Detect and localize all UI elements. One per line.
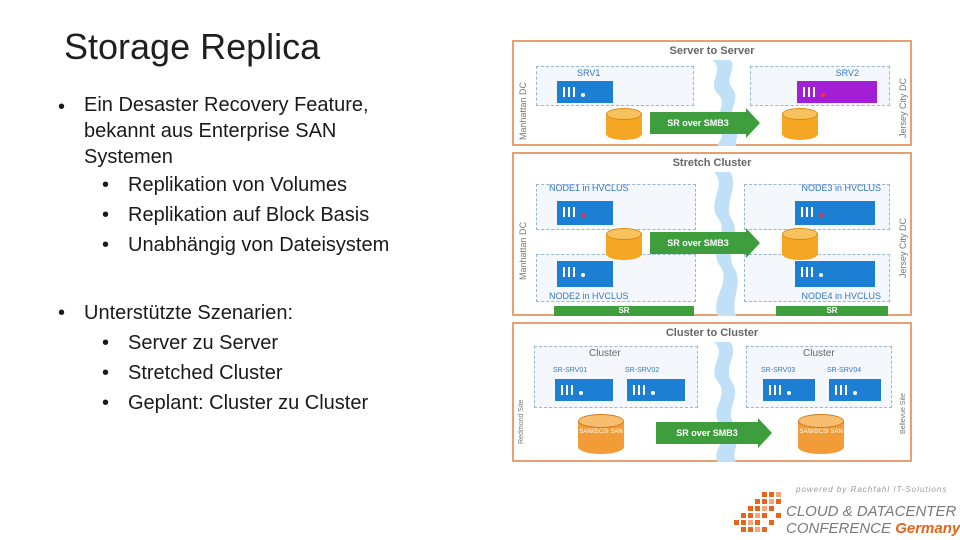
storage-icon [606, 108, 642, 140]
srv2-server-icon [797, 81, 877, 103]
arrow-label: SR over SMB3 [667, 238, 729, 248]
node1-label: NODE1 in HVCLUS [549, 183, 629, 193]
sub-bullet: Server zu Server [58, 328, 488, 358]
stretch-cluster-panel: Stretch Cluster Manhattan DC Jersey City… [512, 152, 912, 316]
node2-box: NODE2 in HVCLUS [536, 254, 696, 302]
replication-arrow: SR over SMB3 [656, 418, 772, 448]
srv02-label: SR-SRV02 [625, 367, 660, 374]
node1-server-icon [557, 201, 613, 225]
node4-server-icon [795, 261, 875, 287]
cluster-to-cluster-panel: Cluster to Cluster Redmond Site Bellevue… [512, 322, 912, 462]
san-storage-icon: SAN/iSCSI SAN [578, 414, 624, 454]
srv2-box: SRV2 [750, 66, 890, 106]
river-graphic [714, 342, 738, 462]
spacer [58, 260, 488, 298]
sub-bullet: Geplant: Cluster zu Cluster [58, 388, 488, 418]
node1-box: NODE1 in HVCLUS [536, 183, 696, 230]
bullet-list: Ein Desaster Recovery Feature, bekannt a… [58, 92, 488, 418]
sr-bar-right: SR [776, 306, 888, 316]
srv01-server-icon [555, 379, 613, 401]
srv03-server-icon [763, 379, 815, 401]
storage-icon [782, 108, 818, 140]
server-to-server-panel: Server to Server Manhattan DC Jersey Cit… [512, 40, 912, 146]
node3-box: NODE3 in HVCLUS [744, 183, 890, 230]
bullet-desaster-recovery: Ein Desaster Recovery Feature, bekannt a… [58, 92, 488, 170]
left-cluster-label: Cluster [589, 348, 621, 359]
srv1-label: SRV1 [577, 68, 601, 78]
bullet-text: Ein Desaster Recovery Feature, [84, 94, 369, 116]
sub-bullet: Replikation von Volumes [58, 170, 488, 200]
replication-arrow: SR over SMB3 [650, 108, 760, 138]
storage-icon [606, 228, 642, 260]
site-label-left: Manhattan DC [518, 221, 528, 280]
sub-bullet: Stretched Cluster [58, 358, 488, 388]
srv04-label: SR-SRV04 [827, 367, 862, 374]
srv1-server-icon [557, 81, 613, 103]
node3-server-icon [795, 201, 875, 225]
dot-pattern-icon [734, 492, 781, 532]
node2-label: NODE2 in HVCLUS [549, 291, 629, 301]
sub-bullet: Replikation auf Block Basis [58, 200, 488, 230]
right-cluster-label: Cluster [803, 348, 835, 359]
replication-arrow: SR over SMB3 [650, 228, 760, 258]
san-label: SAN/iSCSI SAN [579, 429, 623, 435]
conference-logo: powered by Rachfahl IT-Solutions CLOUD &… [732, 484, 960, 540]
site-label-right: Jersey City DC [898, 217, 908, 278]
logo-line2-a: CONFERENCE [786, 520, 896, 537]
srv1-box: SRV1 [536, 66, 694, 106]
slide-title: Storage Replica [64, 26, 321, 67]
panel-title: Server to Server [669, 45, 755, 57]
logo-line2-b: Germany [895, 520, 960, 537]
storage-icon [782, 228, 818, 260]
bullet-text: bekannt aus Enterprise SAN [84, 120, 337, 142]
logo-powered-text: powered by Rachfahl IT-Solutions [796, 485, 948, 494]
panel-title: Cluster to Cluster [665, 327, 759, 339]
sr-bar-left: SR [554, 306, 694, 316]
bullet-text: Systemen [84, 146, 173, 168]
node3-label: NODE3 in HVCLUS [801, 183, 881, 193]
sub-bullet: Unabhängig von Dateisystem [58, 230, 488, 260]
srv03-label: SR-SRV03 [761, 367, 796, 374]
left-cluster-box: Cluster SR-SRV01 SR-SRV02 [534, 346, 698, 408]
srv01-label: SR-SRV01 [553, 367, 588, 374]
node4-box: NODE4 in HVCLUS [744, 254, 890, 302]
site-label-left: Redmond Site [518, 399, 525, 444]
logo-line1: CLOUD & DATACENTER [786, 503, 957, 520]
srv2-label: SRV2 [835, 68, 859, 78]
site-label-right: Jersey City DC [898, 77, 908, 138]
san-storage-icon: SAN/iSCSI SAN [798, 414, 844, 454]
arrow-label: SR over SMB3 [667, 118, 729, 128]
logo-line2: CONFERENCE Germany [786, 520, 960, 537]
node4-label: NODE4 in HVCLUS [801, 291, 881, 301]
site-label-right: Bellevue Site [900, 393, 907, 434]
srv02-server-icon [627, 379, 685, 401]
panel-title: Stretch Cluster [672, 157, 752, 169]
arrow-label: SR over SMB3 [676, 428, 738, 438]
san-label: SAN/iSCSI SAN [799, 429, 843, 435]
site-label-left: Manhattan DC [518, 81, 528, 140]
bullet-szenarien: Unterstützte Szenarien: [58, 298, 488, 328]
srv04-server-icon [829, 379, 881, 401]
right-cluster-box: Cluster SR-SRV03 SR-SRV04 [746, 346, 892, 408]
node2-server-icon [557, 261, 613, 287]
